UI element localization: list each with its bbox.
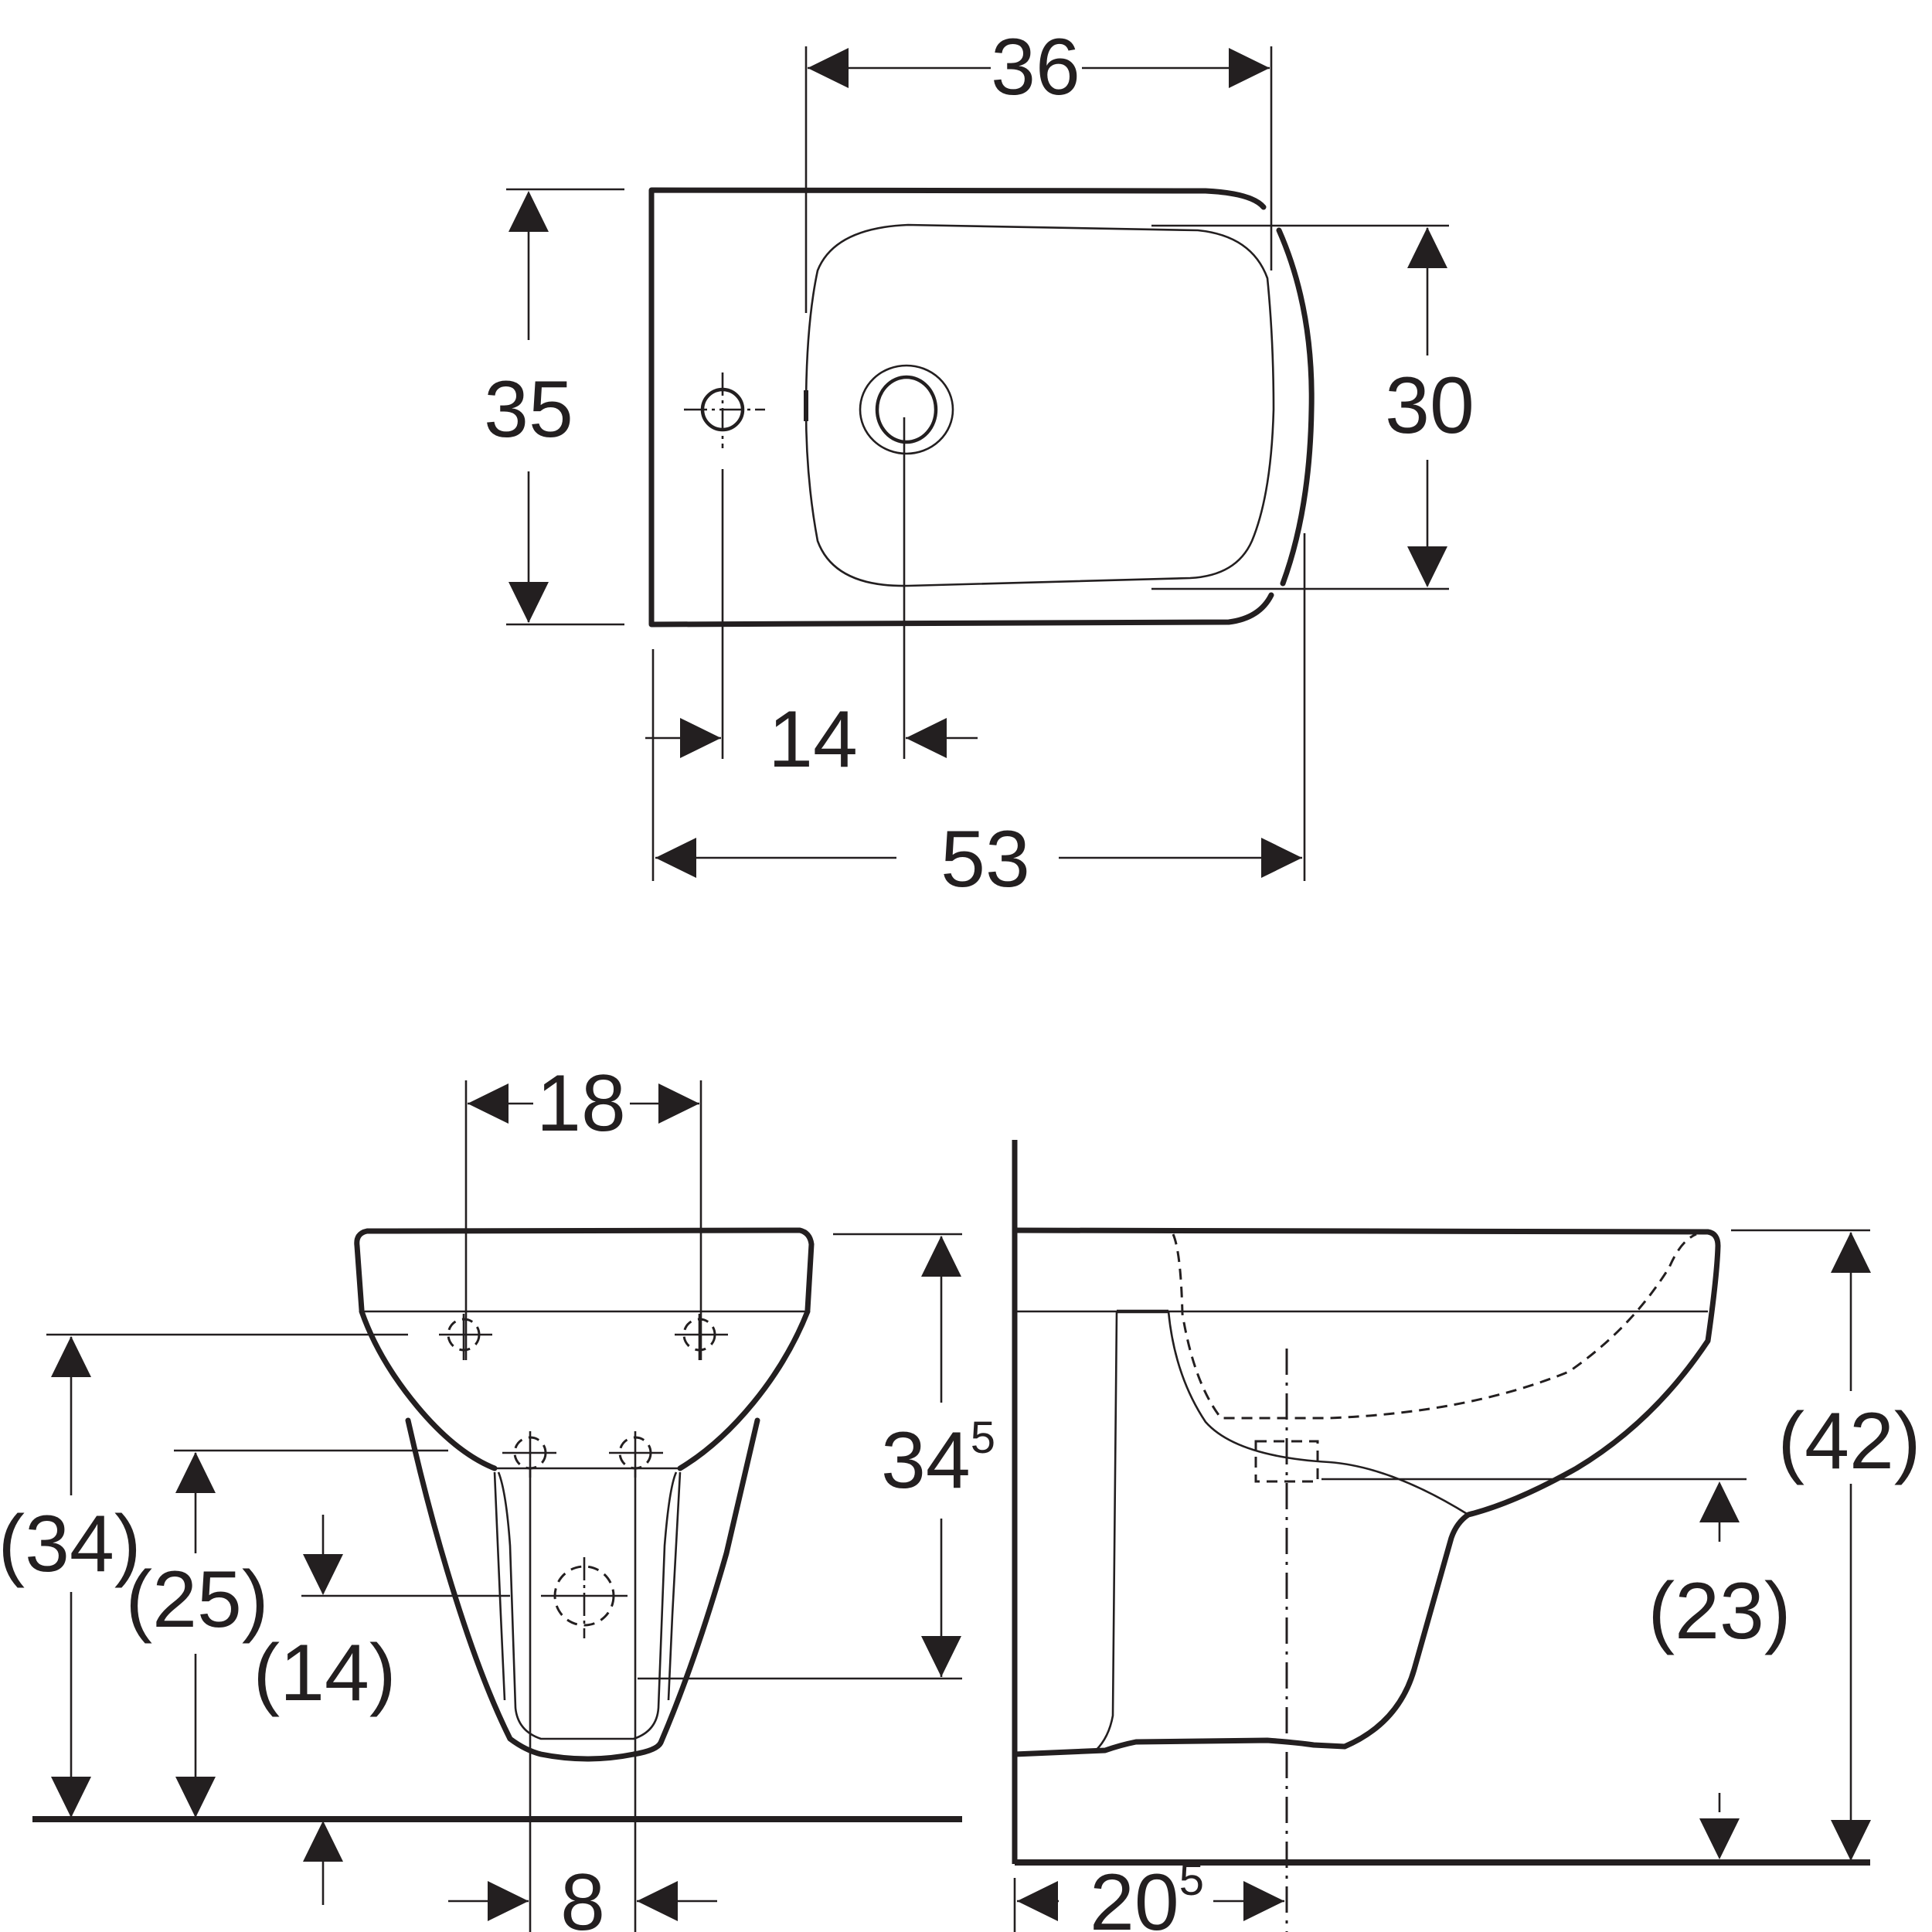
dimension-bowl-width: 30 bbox=[1151, 224, 1475, 590]
dimension-overall-width: 35 bbox=[484, 188, 624, 626]
top-view-front-curve bbox=[1276, 227, 1315, 587]
label-42-parenthesized: (42) bbox=[1778, 1396, 1921, 1486]
dimension-overall-length: 53 bbox=[651, 533, 1306, 904]
side-view-bowl-hidden bbox=[1172, 1233, 1697, 1420]
overflow-slot bbox=[804, 390, 808, 421]
label-30: 30 bbox=[1385, 361, 1475, 451]
dimension-bowl-length: 36 bbox=[804, 22, 1273, 313]
dimension-front-height: 345 bbox=[638, 1233, 995, 1680]
drain-icon bbox=[859, 364, 954, 455]
dimension-height-to-lower-fixings: (25) bbox=[126, 1449, 448, 1818]
drain-outlet-hidden bbox=[1254, 1440, 1319, 1483]
front-view-bowl bbox=[359, 1308, 811, 1471]
label-8: 8 bbox=[560, 1858, 605, 1932]
label-14-parenthesized: (14) bbox=[253, 1628, 396, 1718]
top-view-bowl-outline bbox=[804, 223, 1275, 587]
tap-hole-icon bbox=[684, 372, 765, 448]
dimension-height-to-fixings: (34) bbox=[0, 1333, 408, 1818]
label-34-5: 345 bbox=[881, 1413, 995, 1505]
label-35: 35 bbox=[484, 365, 573, 454]
label-34-parenthesized: (34) bbox=[0, 1499, 141, 1589]
front-view-rim bbox=[354, 1227, 815, 1313]
top-view-outer-outline bbox=[648, 187, 1274, 628]
front-view: 18 345 (34) (25) bbox=[0, 1059, 995, 1932]
supply-connection-icon bbox=[541, 1557, 628, 1638]
top-view: 36 35 30 bbox=[484, 22, 1475, 904]
dimension-fixing-spacing: 18 bbox=[464, 1059, 702, 1360]
dimension-wall-to-drain: 205 bbox=[1013, 1855, 1284, 1932]
label-25-parenthesized: (25) bbox=[126, 1555, 269, 1645]
label-23-parenthesized: (23) bbox=[1648, 1566, 1791, 1656]
label-36: 36 bbox=[991, 22, 1080, 112]
dimension-tap-to-drain: 14 bbox=[645, 417, 978, 784]
label-20-5: 205 bbox=[1090, 1855, 1204, 1932]
front-view-pedestal bbox=[405, 1417, 760, 1762]
side-view: (42) (23) 205 bbox=[1012, 1140, 1921, 1932]
label-14-top: 14 bbox=[768, 695, 858, 784]
dimension-height-to-supply: (14) bbox=[253, 1515, 510, 1905]
side-view-body bbox=[1012, 1227, 1721, 1757]
dimension-pipe-spacing: 8 bbox=[448, 1468, 717, 1932]
dimension-drain-height: (23) bbox=[1321, 1478, 1791, 1859]
label-18: 18 bbox=[536, 1059, 626, 1148]
label-53: 53 bbox=[940, 815, 1030, 904]
dimension-rim-height: (42) bbox=[1731, 1229, 1921, 1861]
